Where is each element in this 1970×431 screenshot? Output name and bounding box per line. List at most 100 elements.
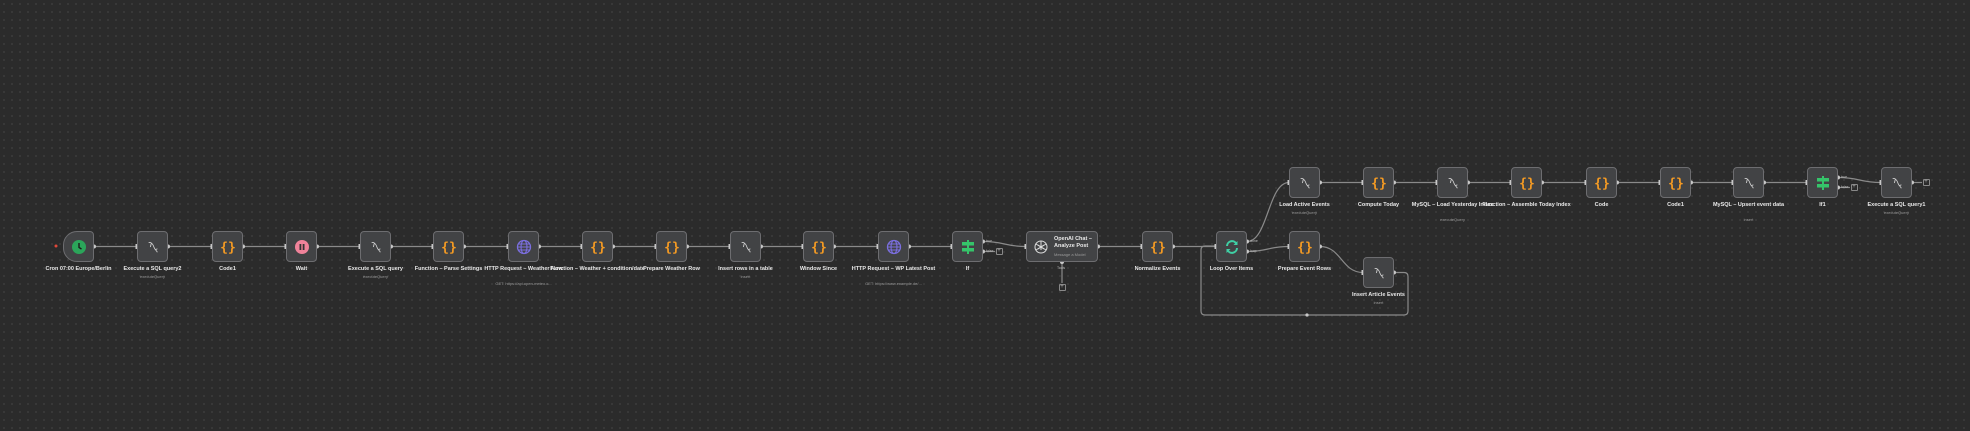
svg-text:{}: {}: [220, 240, 236, 255]
code-icon: {}: [590, 239, 606, 255]
node-subtitle: executeQuery: [140, 274, 165, 279]
node-label: Wait: [295, 266, 308, 272]
port-label-false: false: [1841, 184, 1849, 189]
loop-icon: [1224, 239, 1240, 255]
svg-text:{}: {}: [1519, 176, 1535, 191]
node-label: MySQL – Load Yesterday Index: [1411, 202, 1494, 208]
node-execute-a-sql-query[interactable]: [360, 231, 391, 262]
svg-text:{}: {}: [664, 240, 680, 255]
node-label: Cron 07:00 Europe/Berlin: [45, 266, 112, 272]
code-icon: {}: [1594, 175, 1610, 191]
code-icon: {}: [1519, 175, 1535, 191]
node-if[interactable]: [952, 231, 983, 262]
node-if1[interactable]: [1807, 167, 1838, 198]
node-window-since[interactable]: {}: [803, 231, 834, 262]
node-subtitle: Message a Model: [1054, 252, 1086, 257]
code-icon: {}: [811, 239, 827, 255]
add-node-end-button[interactable]: +: [1922, 179, 1930, 186]
node-label: Function – Parse Settings: [414, 266, 483, 272]
node-prepare-event-rows[interactable]: {}: [1289, 231, 1320, 262]
connection[interactable]: [1246, 245, 1290, 253]
mysql-icon: [1371, 265, 1387, 281]
node-function-weather-condition-date[interactable]: {}: [582, 231, 613, 262]
globe-icon: [886, 239, 902, 255]
node-label: Load Active Events: [1279, 202, 1330, 208]
mysql-icon: [1741, 175, 1757, 191]
node-load-active-events[interactable]: [1289, 167, 1320, 198]
if-icon: [1815, 175, 1831, 191]
node-subtitle: insert: [1743, 217, 1754, 222]
add-tool-button[interactable]: +: [1058, 283, 1066, 291]
node-label: OpenAI Chat – Analyze Post: [1054, 236, 1092, 249]
code-icon: {}: [1371, 175, 1387, 191]
node-insert-rows-in-a-table[interactable]: [730, 231, 761, 262]
node-code1[interactable]: {}: [1660, 167, 1691, 198]
node-label: Window Since: [799, 266, 838, 272]
svg-text:{}: {}: [1297, 240, 1313, 255]
connection[interactable]: [982, 240, 1027, 248]
node-label: Code: [1594, 202, 1609, 208]
node-execute-a-sql-query2[interactable]: [137, 231, 168, 262]
node-normalize-events[interactable]: {}: [1142, 231, 1173, 262]
node-label: Prepare Event Rows: [1277, 266, 1332, 272]
node-execute-a-sql-query1[interactable]: [1881, 167, 1912, 198]
node-label: Prepare Weather Row: [643, 266, 700, 272]
connection[interactable]: [1319, 245, 1364, 274]
node-mysql-upsert-event-data[interactable]: [1733, 167, 1764, 198]
node-label: Function – Assemble Today Index: [1482, 202, 1571, 208]
loop-back-connection[interactable]: [1200, 245, 1409, 316]
openai-icon: [1033, 239, 1049, 255]
node-label: MySQL – Upsert event data: [1712, 202, 1785, 208]
node-label: Function – Weather + condition/date: [550, 266, 645, 272]
node-label: Normalize Events: [1134, 266, 1181, 272]
node-label: HTTP Request – Weather Now: [484, 266, 563, 272]
mysql-icon: [368, 239, 384, 255]
node-http-request-wp-latest-post[interactable]: [878, 231, 909, 262]
code-icon: {}: [664, 239, 680, 255]
node-loop-over-items[interactable]: [1216, 231, 1247, 262]
node-function-assemble-today-index[interactable]: {}: [1511, 167, 1542, 198]
clock-icon: [71, 239, 87, 255]
node-label: Loop Over Items: [1209, 266, 1254, 272]
tools-label: Tools: [1057, 266, 1066, 270]
node-subtitle: executeQuery: [1292, 210, 1317, 215]
node-mysql-load-yesterday-index[interactable]: [1437, 167, 1468, 198]
port-label-done: done: [1250, 238, 1258, 243]
connection-midpoint[interactable]: [1305, 313, 1309, 317]
code-icon: {}: [220, 239, 236, 255]
connection[interactable]: [1837, 176, 1882, 184]
add-node-false-button[interactable]: +: [995, 248, 1003, 255]
node-wait[interactable]: [286, 231, 317, 262]
node-code1[interactable]: {}: [212, 231, 243, 262]
add-node-false-button[interactable]: +: [1850, 184, 1858, 191]
svg-text:{}: {}: [1150, 240, 1166, 255]
node-prepare-weather-row[interactable]: {}: [656, 231, 687, 262]
node-subtitle: GET: https://www.example.de/...: [865, 281, 922, 286]
connection[interactable]: [1246, 181, 1290, 243]
if-icon: [960, 239, 976, 255]
mysql-icon: [145, 239, 161, 255]
node-subtitle: executeQuery: [1884, 210, 1909, 215]
node-subtitle: GET: https://api.open-meteo.c...: [495, 281, 552, 286]
node-http-request-weather-now[interactable]: [508, 231, 539, 262]
node-subtitle: executeQuery: [1440, 217, 1465, 222]
port-label-false: false: [986, 248, 994, 253]
node-label: Execute a SQL query1: [1867, 202, 1926, 208]
node-label: Insert rows in a table: [718, 266, 773, 272]
node-label: Code1: [1667, 202, 1684, 208]
trigger-marker[interactable]: [54, 244, 58, 248]
node-code[interactable]: {}: [1586, 167, 1617, 198]
code-icon: {}: [441, 239, 457, 255]
port-label-loop: loop: [1250, 248, 1257, 253]
node-insert-article-events[interactable]: [1363, 257, 1394, 288]
node-label: Compute Today: [1357, 202, 1400, 208]
svg-text:{}: {}: [811, 240, 827, 255]
code-icon: {}: [1297, 239, 1313, 255]
node-compute-today[interactable]: {}: [1363, 167, 1394, 198]
node-label: If: [965, 266, 970, 272]
node-function-parse-settings[interactable]: {}: [433, 231, 464, 262]
node-cron-07-00-europe-berlin[interactable]: [63, 231, 94, 262]
